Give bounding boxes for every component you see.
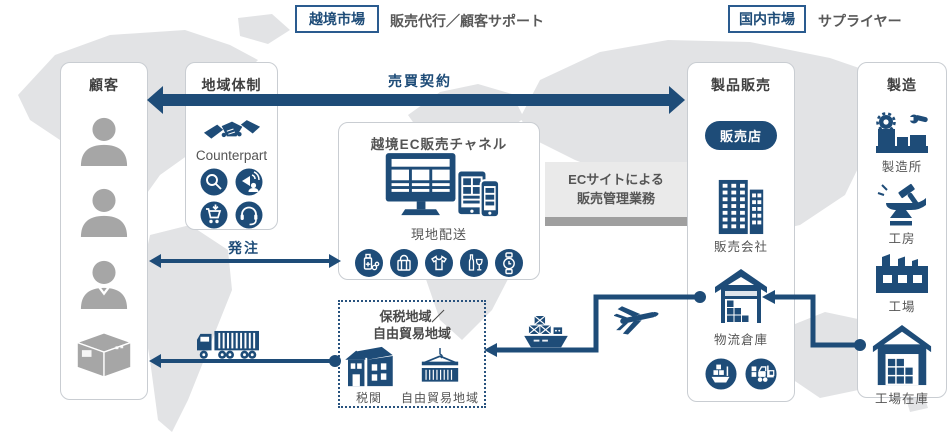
customs-label: 税関 <box>355 390 382 405</box>
person-icon <box>80 189 128 238</box>
bonded-zone-title-line1: 保税地域／ <box>379 309 445 324</box>
dock-icons <box>705 358 777 390</box>
ec-channel-box: 越境EC販売チャネル <box>338 122 540 280</box>
sales-company-label: 販売会社 <box>713 240 768 254</box>
cart-icon <box>200 201 228 229</box>
domestic-market-tag: 国内市場 <box>728 5 806 33</box>
wine-icon <box>460 249 488 277</box>
product-sales-title: 製品販売 <box>711 77 771 93</box>
store-badge: 販売店 <box>704 121 777 150</box>
ec-management-line2: 販売管理業務 <box>576 190 655 206</box>
manufacture-item-label: 工場在庫 <box>874 392 929 406</box>
customer-column: 顧客 <box>60 62 148 400</box>
cargo-ship-icon <box>524 315 568 348</box>
regional-structure-column: 地域体制 Counterpart <box>185 62 278 230</box>
megaphone-person-icon <box>235 168 263 196</box>
bonded-zone-title: 保税地域／ 自由貿易地域 <box>373 309 451 343</box>
cargo-ship-figure <box>522 315 570 357</box>
sales-agency-support-label: 販売代行／顧客サポート <box>390 13 544 29</box>
manufacture-item: 工房 <box>876 181 928 247</box>
bonded-free-trade-zone-box: 保税地域／ 自由貿易地域 <box>338 300 486 408</box>
manufacture-item-label: 製造所 <box>881 160 923 174</box>
search-icon <box>200 168 228 196</box>
local-delivery-label: 現地配送 <box>410 227 467 242</box>
person-icon <box>80 118 128 167</box>
devices-icon <box>385 153 500 219</box>
free-trade-figure: 自由貿易地域 <box>400 347 479 406</box>
bag-icon <box>390 249 418 277</box>
manufacture-item: 製造所 <box>874 111 930 175</box>
bonded-zone-icons: 税関 自由貿易地域 <box>345 346 479 406</box>
counterpart-label: Counterpart <box>195 148 268 163</box>
customs-building-icon <box>345 346 393 386</box>
ec-management-connector <box>545 217 687 226</box>
manufacture-column: 製造 製造所 <box>857 62 947 406</box>
tshirt-icon <box>425 249 453 277</box>
ec-management-line1: ECサイトによる <box>568 171 664 187</box>
customer-column-title: 顧客 <box>89 77 119 93</box>
product-sales-column: 製品販売 販売店 販売会社 <box>687 62 795 402</box>
customs-figure: 税関 <box>345 346 393 406</box>
truck-icon <box>197 330 259 359</box>
airplane-figure <box>613 297 668 342</box>
bonded-zone-title-line2: 自由貿易地域 <box>372 325 451 341</box>
manufacture-item: 工場 <box>874 253 930 315</box>
ship-loading-icon <box>705 358 737 390</box>
forklift-icon <box>745 358 777 390</box>
trade-contract-label: 売買契約 <box>388 73 452 89</box>
factory-warehouse-icon <box>872 324 932 386</box>
supplier-label: サプライヤー <box>818 13 902 29</box>
customer-items <box>61 95 147 399</box>
airplane-icon <box>613 306 659 335</box>
watch-icon <box>495 249 523 277</box>
handshake-icon <box>203 120 260 139</box>
regional-column-title: 地域体制 <box>201 77 262 93</box>
warehouse-icon <box>715 269 767 323</box>
manufacture-item-label: 工場 <box>888 300 916 314</box>
manufacture-item: 工場在庫 <box>872 323 932 407</box>
ec-channel-title: 越境EC販売チャネル <box>370 137 508 152</box>
truck-figure <box>196 330 260 366</box>
person-icon <box>80 260 128 309</box>
ec-management-box: ECサイトによる 販売管理業務 <box>545 162 687 217</box>
product-icons <box>355 249 523 277</box>
container-crane-icon <box>421 347 459 382</box>
cross-border-market-tag: 越境市場 <box>295 5 379 33</box>
anvil-icon <box>877 183 926 226</box>
medicine-icon <box>355 249 383 277</box>
package-icon <box>75 331 133 378</box>
headset-icon <box>235 201 263 229</box>
machine-icon <box>876 112 928 153</box>
logistics-warehouse-label: 物流倉庫 <box>713 333 768 347</box>
counterpart-services <box>200 168 263 229</box>
free-trade-area-label: 自由貿易地域 <box>400 390 479 405</box>
office-building-icon <box>718 179 764 235</box>
manufacture-item-label: 工房 <box>888 232 916 246</box>
manufacture-title: 製造 <box>887 77 917 93</box>
order-label: 発注 <box>228 240 260 256</box>
factory-icon <box>876 254 928 293</box>
